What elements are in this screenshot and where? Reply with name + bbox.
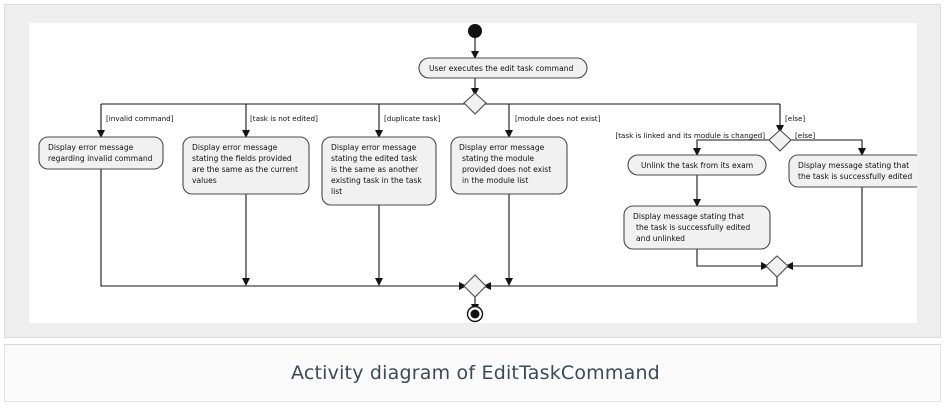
arrowhead-module-to-final-merge	[505, 278, 513, 286]
caption-panel: Activity diagram of EditTaskCommand	[4, 344, 941, 402]
arrowhead-link-decision-to-unlink	[693, 148, 701, 156]
arrowhead-branch-not-edited	[242, 130, 250, 138]
arrowhead-right-merge-to-final-merge	[483, 282, 491, 290]
activity-label-line-0: Display message stating that	[798, 161, 909, 170]
activity-label-line-2: provided does not exist	[462, 165, 551, 174]
edge-link-decision-right	[791, 139, 863, 153]
arrowhead-branch-invalid	[97, 130, 105, 138]
edge-success-to-right-merge	[788, 187, 863, 267]
arrowhead-branch-duplicate	[375, 130, 383, 138]
activity-label-line-4: list	[331, 187, 342, 196]
edge-edited-unlinked-to-right-merge	[696, 249, 766, 267]
guard-duplicate-task: [duplicate task]	[384, 114, 440, 123]
activity-label-line-2: and unlinked	[636, 234, 685, 243]
link-decision-node[interactable]	[768, 129, 792, 152]
guard-task-not-edited: [task is not edited]	[250, 114, 318, 123]
arrowhead-success-to-right-merge	[785, 262, 793, 270]
activity-edited-successfully[interactable]: Display message stating that the task is…	[788, 154, 917, 188]
final-merge-node[interactable]	[463, 274, 487, 298]
activity-box	[38, 136, 164, 170]
activity-label-line-1: stating the fields provided	[192, 154, 292, 163]
arrowhead-start-to-user-executes	[471, 51, 479, 59]
activity-label-line-3: in the module list	[462, 176, 528, 185]
activity-edited-and-unlinked[interactable]: Display message stating that the task is…	[623, 205, 771, 250]
final-node	[466, 305, 484, 323]
arrowhead-branch-else-to-link-decision	[776, 125, 784, 133]
arrowhead-duplicate-to-final-merge	[375, 278, 383, 286]
activity-label-line-3: existing task in the task	[331, 176, 422, 185]
arrowhead-invalid-to-final-merge	[459, 282, 467, 290]
arrowhead-link-decision-to-success	[858, 148, 866, 156]
activity-box	[623, 205, 771, 250]
activity-invalid-command[interactable]: Display error message regarding invalid …	[38, 136, 164, 170]
activity-box	[627, 154, 767, 176]
activity-diagram-svg: User executes the edit task command Disp…	[38, 24, 917, 323]
guard-invalid-command: [invalid command]	[106, 114, 174, 123]
activity-label-line-1: regarding invalid command	[48, 154, 153, 163]
final-node-dot	[470, 309, 480, 319]
activity-label-line-1: stating the edited task	[331, 154, 418, 163]
edge-invalid-to-final-merge	[100, 169, 464, 287]
activity-label-line-1: the task is successfully edited	[636, 223, 750, 232]
activity-unlink-task[interactable]: Unlink the task from its exam	[627, 154, 767, 176]
arrowhead-edited-unlinked-to-right-merge	[761, 262, 769, 270]
guard-task-linked-module-changed: [task is linked and its module is change…	[615, 131, 765, 140]
flow-edges	[97, 38, 866, 312]
arrowhead-not-edited-to-final-merge	[242, 278, 250, 286]
edge-right-merge-to-final-merge	[486, 277, 778, 287]
guard-else-main: [else]	[785, 114, 805, 123]
activity-box	[788, 154, 917, 188]
right-merge-node[interactable]	[765, 255, 789, 278]
activity-box	[418, 57, 588, 79]
activity-label-line-1: the task is successfully edited	[798, 172, 912, 181]
activity-label-line-0: User executes the edit task command	[429, 64, 574, 73]
activity-user-executes[interactable]: User executes the edit task command	[418, 57, 588, 79]
main-decision-node[interactable]	[463, 92, 487, 115]
activity-box	[321, 136, 437, 206]
initial-node	[468, 24, 482, 38]
guard-else-link: [else]	[795, 131, 815, 140]
activity-task-not-edited[interactable]: Display error message stating the fields…	[182, 136, 310, 195]
activity-box	[450, 136, 568, 195]
activity-label-line-3: values	[192, 176, 217, 185]
activity-label-line-0: Unlink the task from its exam	[641, 161, 753, 170]
activity-label-line-0: Display message stating that	[633, 212, 744, 221]
activity-label-line-1: stating the module	[462, 154, 534, 163]
arrowhead-branch-module	[505, 130, 513, 138]
activity-label-line-2: are the same as the current	[192, 165, 298, 174]
activity-box	[182, 136, 310, 195]
arrowhead-unlink-to-edited-unlinked	[693, 199, 701, 207]
arrowhead-user-executes-to-decision	[471, 88, 479, 96]
figure-caption: Activity diagram of EditTaskCommand	[291, 362, 660, 384]
activity-label-line-0: Display error message	[48, 143, 134, 152]
edge-link-decision-left	[696, 139, 769, 153]
activity-module-not-exist[interactable]: Display error message stating the module…	[450, 136, 568, 195]
activity-duplicate-task[interactable]: Display error message stating the edited…	[321, 136, 437, 206]
activity-label-line-0: Display error message	[331, 143, 417, 152]
activity-label-line-0: Display error message	[192, 143, 278, 152]
guard-module-does-not-exist: [module does not exist]	[515, 114, 601, 123]
figure-panel: User executes the edit task command Disp…	[4, 4, 941, 338]
activity-label-line-0: Display error message	[459, 143, 545, 152]
diagram-canvas: User executes the edit task command Disp…	[29, 23, 917, 323]
activity-label-line-2: is the same as another	[331, 165, 419, 174]
